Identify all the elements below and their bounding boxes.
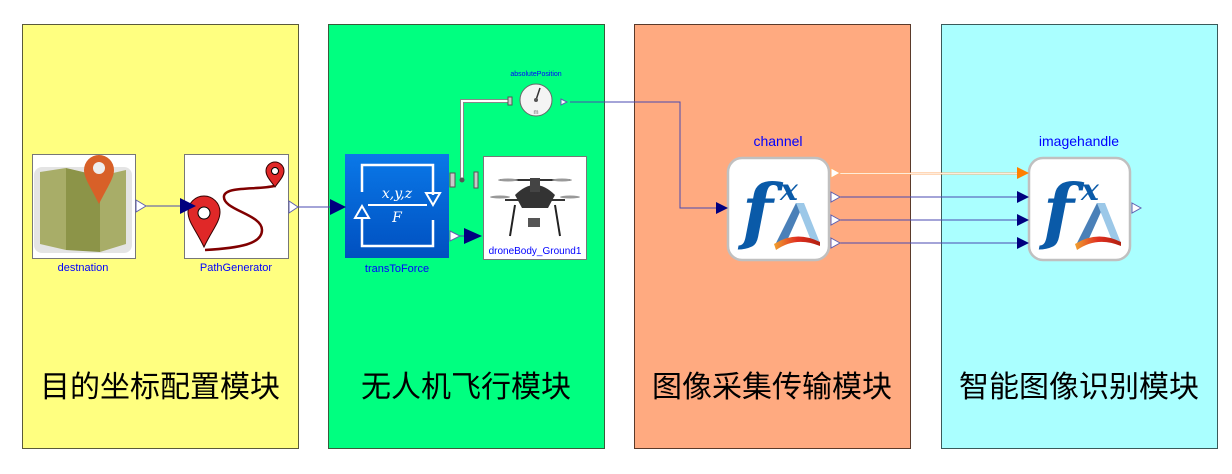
output-port[interactable] <box>830 191 842 203</box>
flange-port[interactable] <box>473 171 479 189</box>
module-title: 目的坐标配置模块 <box>40 370 280 405</box>
output-port[interactable] <box>288 200 299 214</box>
output-port[interactable] <box>1131 202 1143 214</box>
map-pin-icon <box>84 155 114 204</box>
connection-position-channel[interactable] <box>570 101 716 209</box>
block-label: transToForce <box>365 263 429 275</box>
flange-port[interactable] <box>449 172 456 188</box>
icon-formula-top: x,y,z <box>382 186 413 202</box>
trans-to-force-block[interactable]: x,y,z F transToForce <box>330 154 462 275</box>
destnation-block[interactable]: destnation <box>32 154 147 275</box>
output-port[interactable] <box>830 214 842 226</box>
block-label: channel <box>753 133 802 149</box>
absolute-position-sensor[interactable]: m absolutePosition <box>507 71 569 117</box>
output-port[interactable] <box>560 98 569 106</box>
block-label: destnation <box>58 262 109 274</box>
function-icon <box>726 156 831 262</box>
module-title: 无人机飞行模块 <box>361 370 571 405</box>
drone-icon <box>490 178 580 237</box>
input-port[interactable] <box>464 228 482 244</box>
input-port[interactable] <box>1017 167 1029 179</box>
connections <box>144 101 1017 244</box>
drone-body-block[interactable]: droneBody_Ground1 <box>464 156 587 260</box>
icon-formula-bottom: F <box>391 210 403 226</box>
function-icon <box>1027 156 1132 262</box>
input-port[interactable] <box>1017 214 1029 226</box>
block-label: PathGenerator <box>200 262 272 274</box>
block-label: absolutePosition <box>510 71 561 78</box>
input-port[interactable] <box>180 198 196 214</box>
input-port[interactable] <box>716 202 728 214</box>
imagehandle-block[interactable]: imagehandle <box>1017 133 1143 262</box>
output-port[interactable] <box>135 199 147 213</box>
input-port[interactable] <box>1017 191 1029 203</box>
input-port[interactable] <box>1017 237 1029 249</box>
module-title: 图像采集传输模块 <box>652 370 892 405</box>
channel-block[interactable]: channel <box>716 133 842 262</box>
block-label: imagehandle <box>1039 133 1119 149</box>
map-pin-icon <box>187 195 221 249</box>
output-port[interactable] <box>830 167 842 179</box>
block-label: droneBody_Ground1 <box>489 246 582 257</box>
path-generator-block[interactable]: PathGenerator <box>180 154 299 275</box>
output-port[interactable] <box>830 237 842 249</box>
unit-label: m <box>534 110 539 116</box>
output-port[interactable] <box>449 230 462 242</box>
input-port[interactable] <box>330 199 346 215</box>
module-title: 智能图像识别模块 <box>959 370 1199 405</box>
